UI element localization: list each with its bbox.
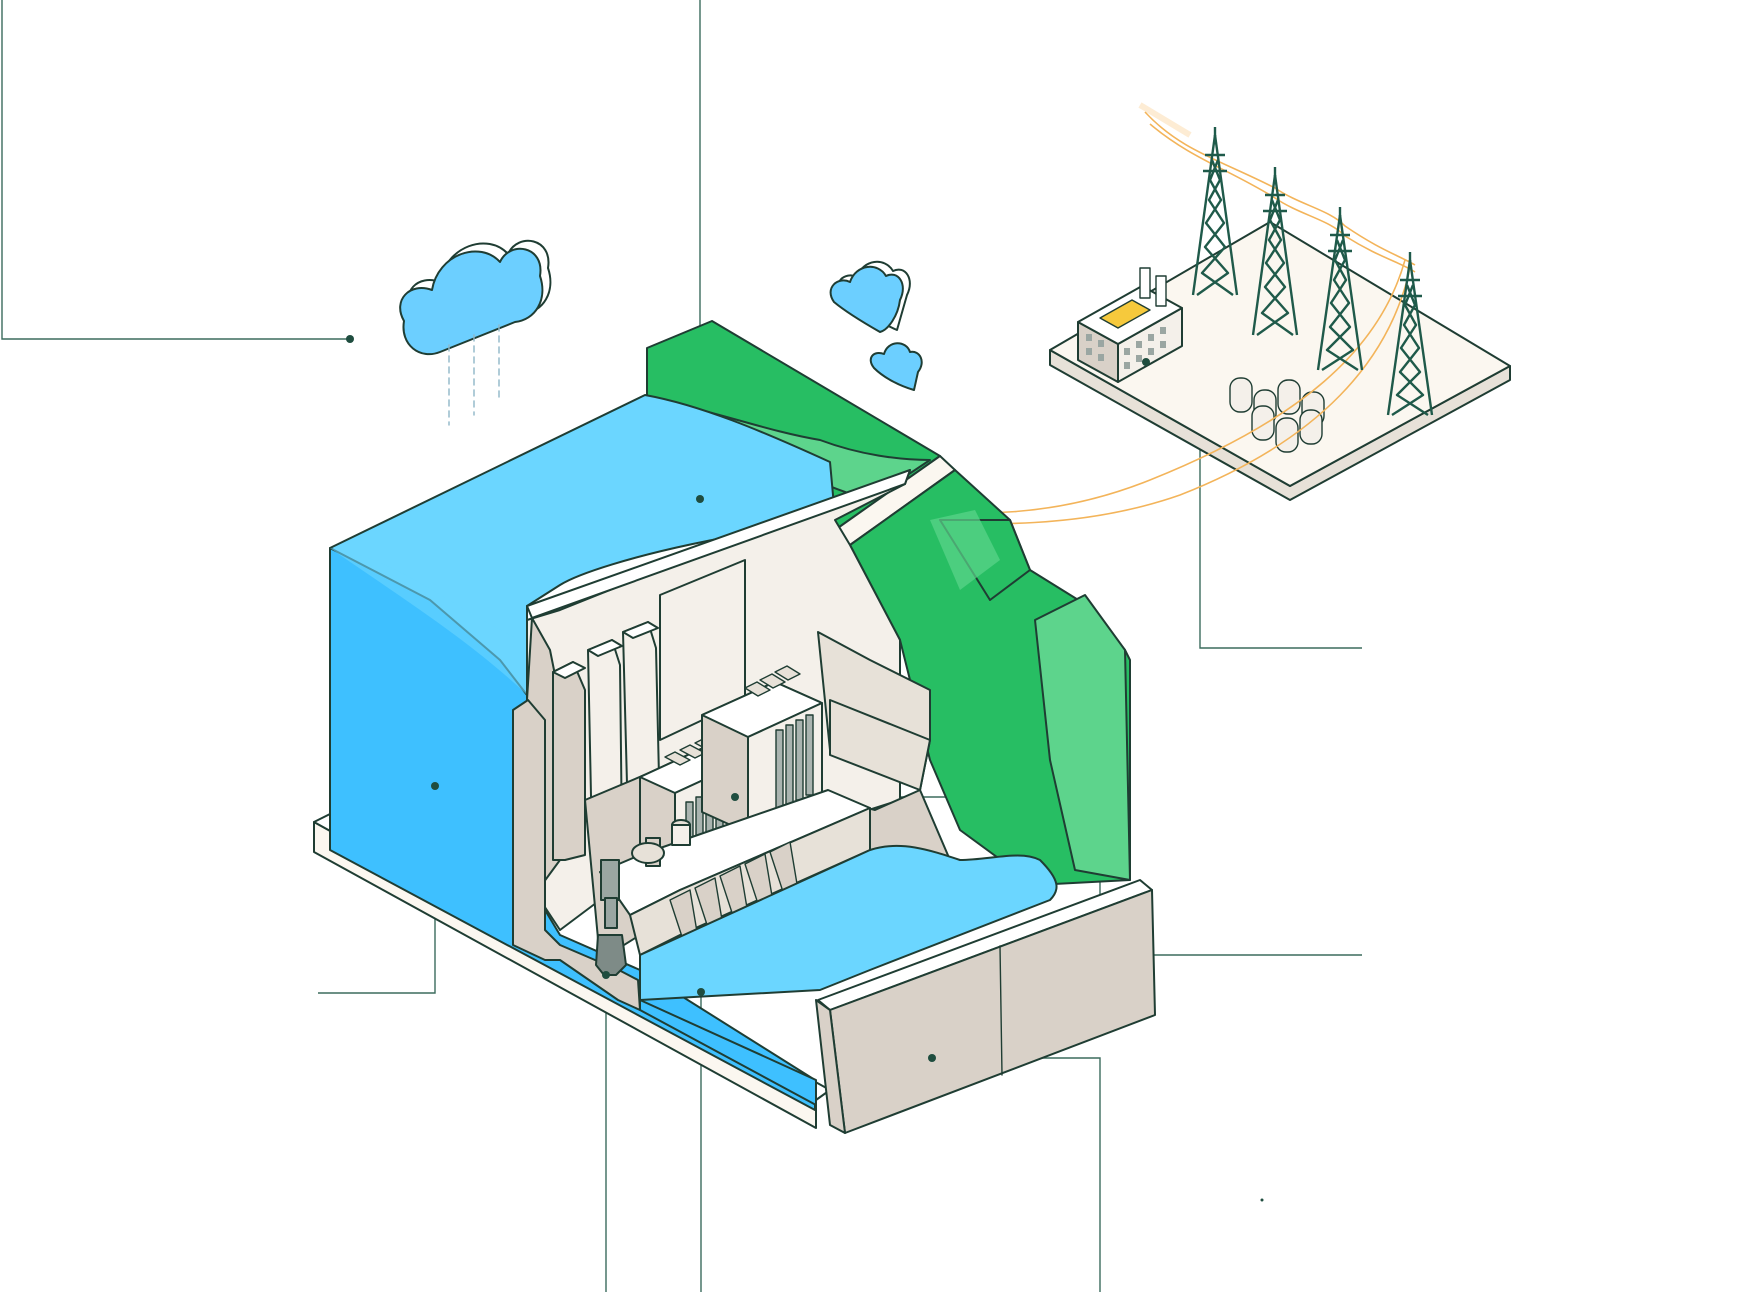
marker-stray (1260, 1198, 1264, 1202)
marker-reservoir-water (431, 782, 439, 790)
tailrace-water (639, 844, 1058, 1106)
tailrace-wall (815, 879, 1156, 1134)
leader-precipitation (1, 0, 350, 340)
leader-tailrace-wall (932, 1057, 1101, 1292)
power-plant-building-icon (1077, 267, 1183, 383)
reservoir-water (329, 394, 837, 1111)
leader-turbine (605, 975, 607, 1292)
marker-generator-hall (731, 793, 739, 801)
dam-structure (512, 469, 951, 1011)
cloud-icon (829, 261, 911, 333)
marker-tailrace-wall (928, 1054, 936, 1062)
marker-tailrace-water (697, 988, 705, 996)
marker-substation (1142, 358, 1150, 366)
storage-tank-icon (1229, 377, 1325, 453)
marker-precipitation (346, 335, 354, 343)
cloud-icon (869, 342, 923, 391)
turbine-generator-icon (595, 819, 691, 976)
marker-turbine (602, 971, 610, 979)
callout-markers (346, 335, 1264, 1202)
rain-cloud-icon (399, 239, 552, 426)
transmission-tower-icon (1191, 127, 1434, 417)
marker-reservoir-top (696, 495, 704, 503)
